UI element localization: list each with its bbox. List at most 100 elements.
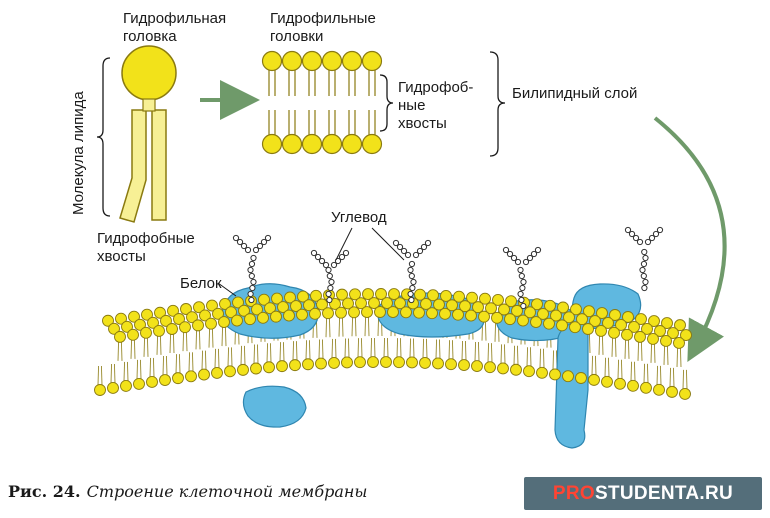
sugar-bead [408, 260, 416, 268]
membrane-head [453, 290, 465, 303]
membrane-tail [195, 330, 197, 350]
membrane-tail [500, 344, 502, 364]
membrane-head [439, 307, 451, 320]
carbohydrate-chain [392, 239, 432, 304]
membrane-head [531, 298, 543, 311]
membrane-tail [504, 344, 506, 364]
membrane-tail [663, 345, 665, 365]
mini-head [261, 50, 283, 72]
membrane-head [667, 327, 679, 339]
membrane-head [349, 288, 361, 301]
membrane-tail [166, 356, 168, 376]
membrane-tail [680, 347, 682, 367]
membrane-tail [348, 338, 350, 358]
membrane-head [355, 297, 367, 310]
sugar-bead [248, 296, 255, 304]
sugar-bead [641, 248, 648, 256]
bilipid-layer-label: Билипидный слой [512, 85, 637, 102]
membrane-tail [186, 332, 188, 352]
membrane-head [322, 307, 334, 320]
membrane-head [367, 356, 379, 368]
membrane-tail [296, 341, 298, 361]
membrane-head [336, 288, 348, 301]
membrane-tail [526, 347, 528, 367]
membrane-head [569, 321, 581, 334]
mini-head [281, 133, 303, 155]
membrane-head [121, 320, 133, 333]
membrane-head [484, 361, 496, 374]
mini-head [301, 50, 323, 72]
membrane-head [244, 313, 256, 326]
membrane-head [543, 317, 555, 330]
membrane-head [440, 289, 452, 302]
sugar-bead [424, 239, 432, 247]
membrane-head [127, 328, 139, 341]
sugar-bead [247, 266, 254, 274]
hydrophobic-tails-label-1: Гидрофобные [97, 230, 195, 247]
membrane-tail [465, 341, 467, 361]
sugar-bead [342, 249, 350, 257]
membrane-head [160, 314, 172, 327]
membrane-head [107, 382, 119, 394]
sugar-bead [327, 284, 334, 292]
sugar-bead [526, 254, 534, 262]
membrane-head [570, 303, 582, 316]
membrane-head [556, 319, 568, 332]
lipid-tail-left [119, 109, 147, 223]
membrane-tail [396, 338, 398, 358]
membrane-tail [370, 338, 372, 358]
membrane-tail [149, 357, 151, 377]
membrane-tail [140, 359, 142, 379]
sugar-bead [322, 261, 330, 269]
sugar-bead [250, 278, 257, 286]
watermark-badge[interactable]: PROSTUDENTA.RU [524, 477, 762, 510]
membrane-head [394, 297, 406, 310]
membrane-head [231, 314, 243, 327]
membrane-head [679, 387, 691, 400]
membrane-head [289, 359, 301, 372]
figure-number: Рис. 24. [8, 482, 81, 501]
membrane-tail [329, 318, 331, 338]
membrane-head [511, 304, 523, 317]
membrane-tail [335, 338, 337, 358]
sugar-bead [642, 254, 649, 262]
membrane-head [108, 322, 120, 335]
membrane-tail [426, 338, 428, 358]
membrane-head [277, 301, 289, 313]
sugar-bead [520, 302, 527, 310]
membrane-tail [439, 339, 441, 359]
sugar-bead [519, 284, 526, 292]
mini-head [361, 50, 383, 72]
membrane-head [433, 298, 445, 311]
membrane-head [544, 299, 556, 312]
membrane-head [159, 374, 171, 386]
sugar-bead [409, 284, 416, 292]
membrane-tail [136, 359, 138, 379]
membrane-tail [543, 348, 545, 368]
protein-label: Белок [180, 275, 222, 292]
membrane-tail [474, 342, 476, 362]
membrane-head [452, 308, 464, 321]
sugar-bead [642, 278, 649, 286]
membrane-tail [387, 338, 389, 358]
sugar-bead [252, 246, 260, 254]
membrane-head [283, 309, 295, 322]
sugar-bead [530, 250, 538, 258]
membrane-head [102, 314, 114, 327]
membrane-head [523, 365, 535, 378]
membrane-tail [253, 344, 255, 364]
membrane-tail [686, 369, 688, 389]
membrane-tail [361, 338, 363, 358]
membrane-head [420, 297, 432, 310]
membrane-head [206, 299, 218, 312]
sugar-bead [640, 272, 647, 280]
membrane-head [647, 332, 659, 345]
membrane-tail [338, 317, 340, 337]
carbohydrate-chain [502, 246, 542, 310]
membrane-tail [325, 318, 327, 338]
membrane-head [270, 310, 282, 323]
membrane-tail [201, 350, 203, 370]
sugar-bead [534, 246, 542, 254]
membrane-tail [650, 343, 652, 363]
